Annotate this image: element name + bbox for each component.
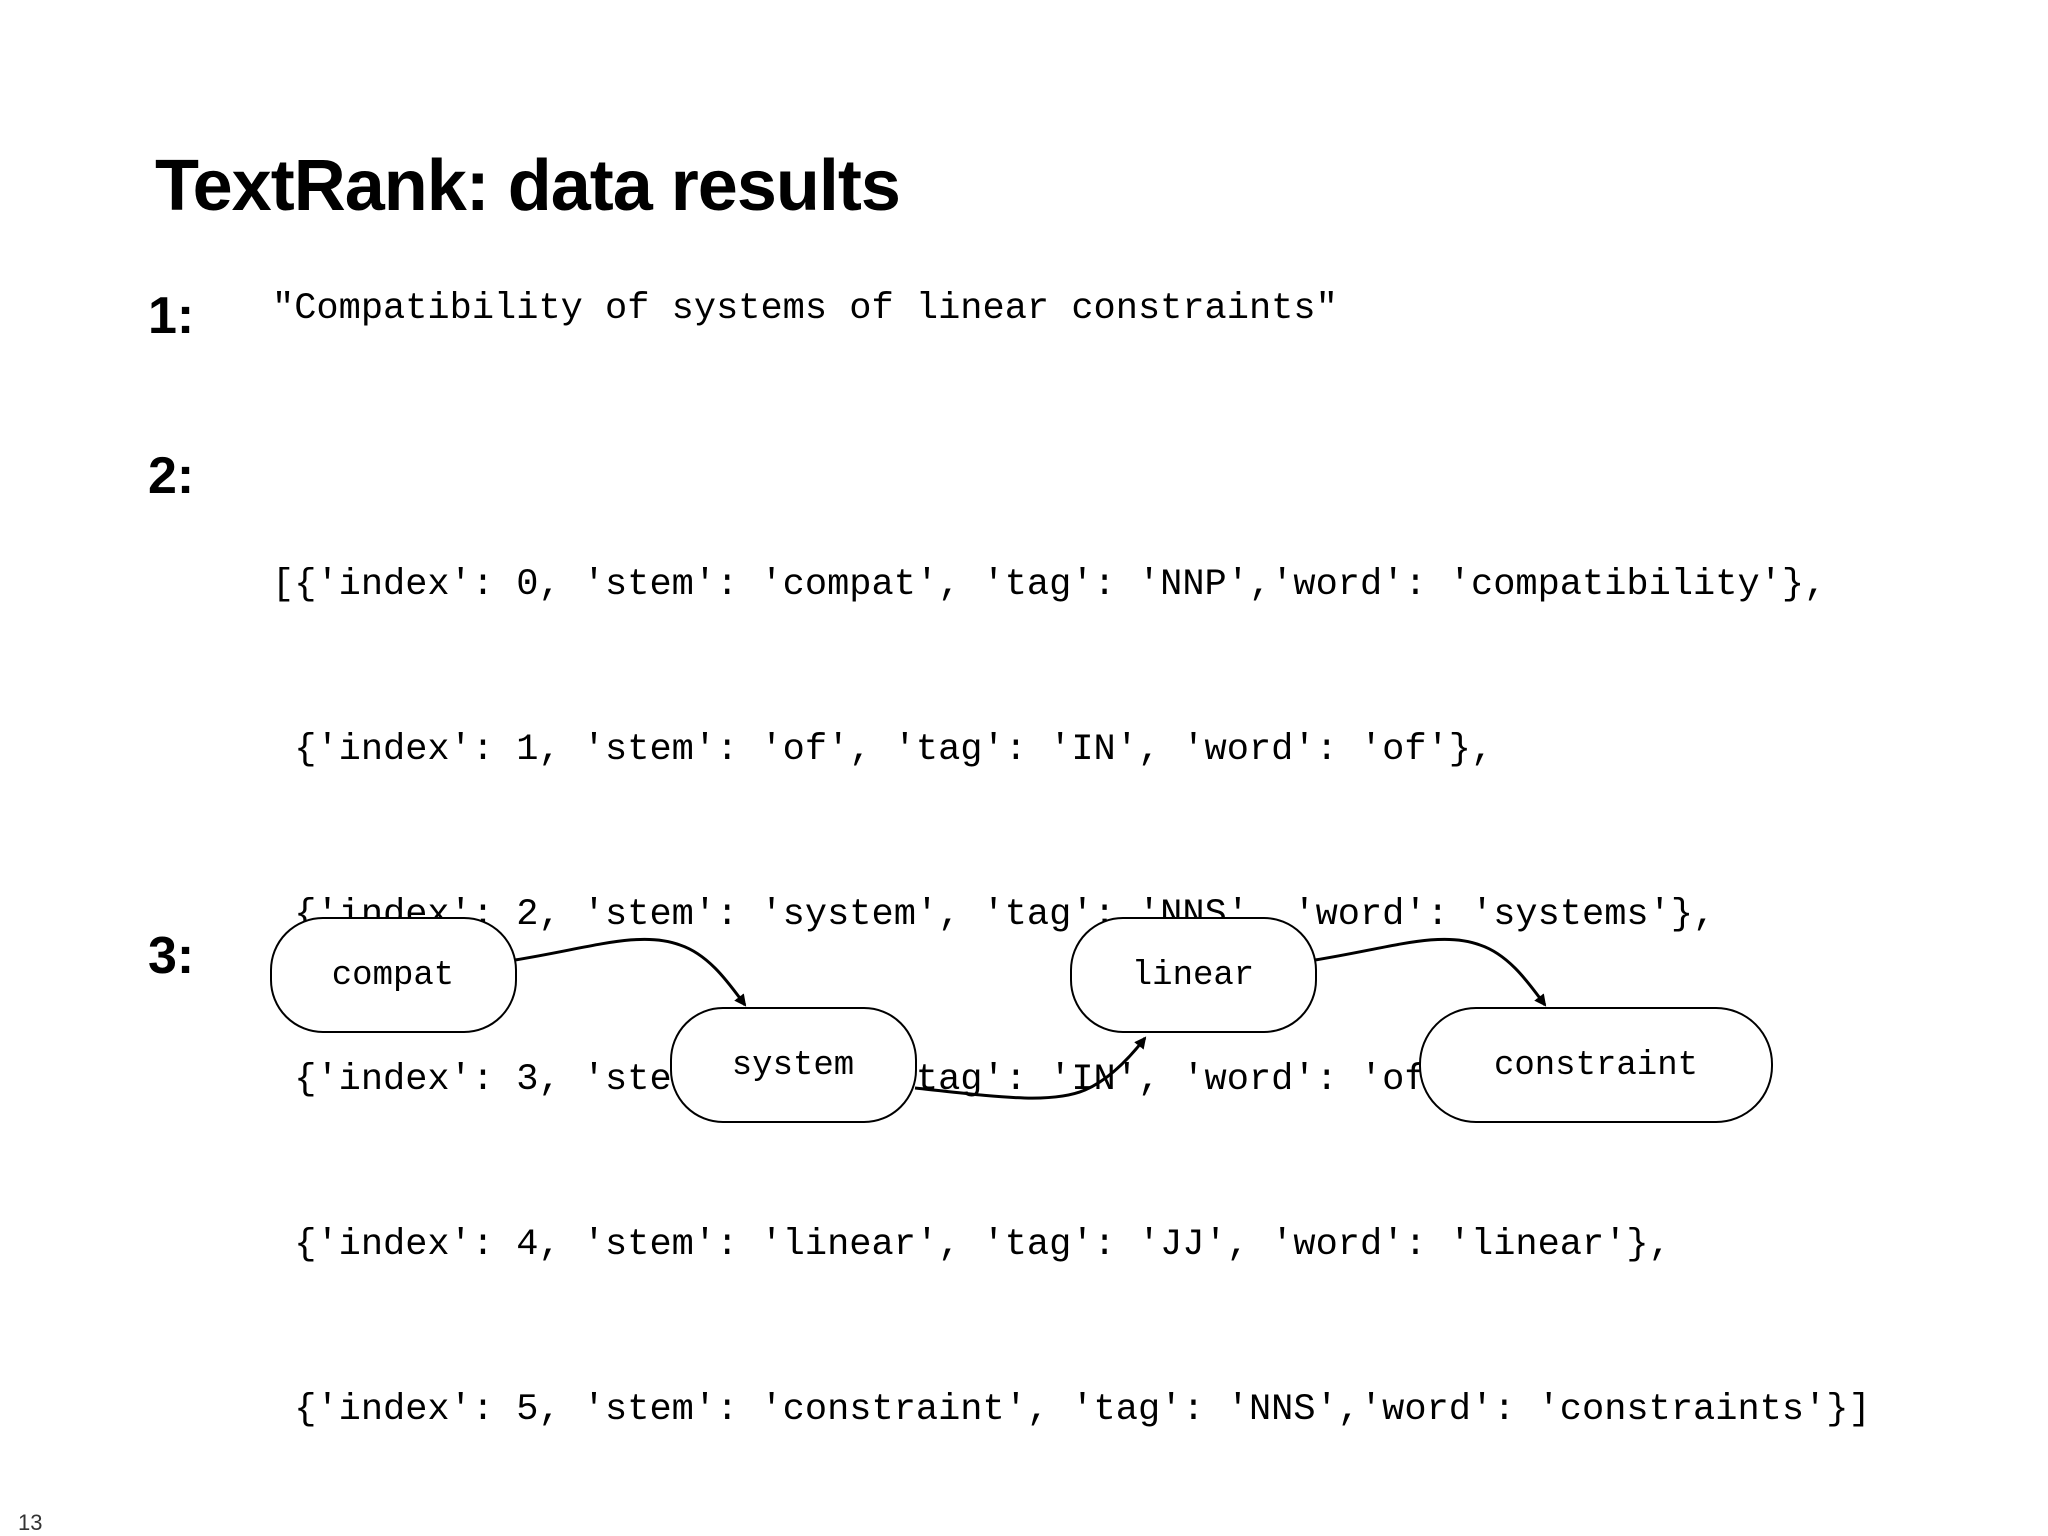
edge-compat-system — [514, 937, 747, 1007]
input-sentence: "Compatibility of systems of linear cons… — [272, 288, 1338, 330]
step-2-label: 2: — [148, 447, 195, 505]
token-line-4: {'index': 4, 'stem': 'linear', 'tag': 'J… — [272, 1224, 1671, 1266]
token-line-0: [{'index': 0, 'stem': 'compat', 'tag': '… — [272, 564, 1827, 606]
edge-linear-constraint — [1314, 937, 1547, 1007]
node-linear: linear — [1070, 917, 1317, 1033]
token-line-1: {'index': 1, 'stem': 'of', 'tag': 'IN', … — [272, 729, 1494, 771]
node-compat-label: compat — [332, 957, 454, 995]
node-linear-label: linear — [1132, 957, 1254, 995]
node-system-label: system — [732, 1047, 854, 1085]
token-list: [{'index': 0, 'stem': 'compat', 'tag': '… — [272, 448, 1871, 1493]
page-number: 13 — [18, 1510, 43, 1535]
node-constraint-label: constraint — [1494, 1047, 1698, 1085]
node-compat: compat — [270, 917, 517, 1033]
step-1-label: 1: — [148, 287, 195, 345]
node-system: system — [670, 1007, 917, 1123]
node-constraint: constraint — [1419, 1007, 1773, 1123]
edge-system-linear — [914, 1036, 1147, 1100]
token-line-5: {'index': 5, 'stem': 'constraint', 'tag'… — [272, 1389, 1871, 1431]
step-3-label: 3: — [148, 927, 195, 985]
slide-title: TextRank: data results — [155, 146, 901, 226]
